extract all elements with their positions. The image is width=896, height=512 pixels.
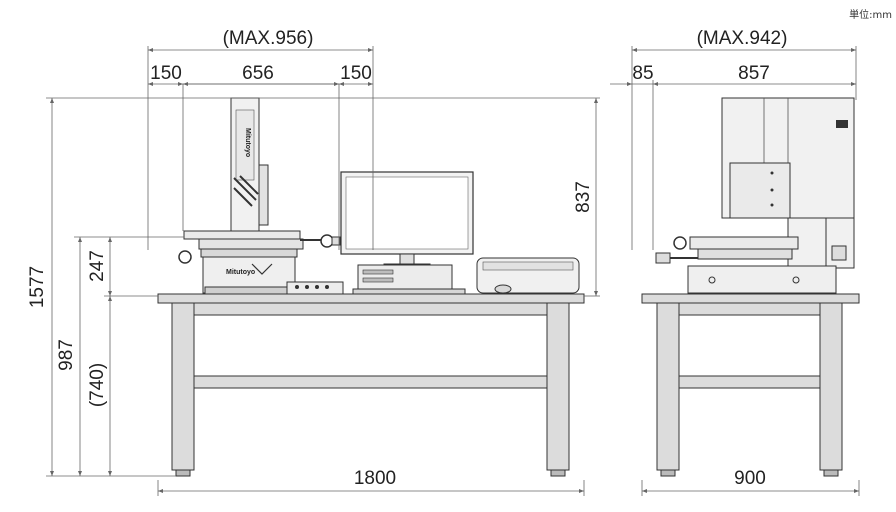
front-right-overhang-label: 150 — [340, 63, 372, 84]
base-logo: Mitutoyo — [226, 269, 255, 276]
front-total-height-label: 1577 — [27, 266, 48, 308]
side-width-dimension — [641, 480, 860, 496]
side-front-overhang-label: 85 — [632, 63, 653, 84]
front-max-width-label: (MAX.956) — [223, 28, 314, 49]
front-controller — [286, 281, 344, 295]
front-center-width-label: 656 — [242, 63, 274, 84]
front-table-top-height-label: (740) — [87, 363, 108, 407]
front-stage-height-label: 247 — [87, 250, 108, 282]
side-view: (MAX.942) 85 857 900 — [610, 28, 860, 496]
column-logo: Mitutoyo — [244, 128, 251, 157]
front-height-dimensions — [46, 97, 600, 477]
front-pc — [352, 264, 466, 295]
front-table-height-label: 987 — [56, 339, 77, 371]
front-monitor — [340, 171, 474, 269]
unit-label: 単位:mm — [849, 8, 892, 21]
front-machine-height-label: 837 — [573, 181, 594, 213]
front-width-dimension — [157, 480, 585, 496]
front-top-dimensions — [147, 46, 374, 250]
side-top-dimensions — [610, 46, 857, 250]
front-measuring-machine: Mitutoyo Mitutoyo — [178, 97, 341, 295]
side-max-depth-label: (MAX.942) — [697, 28, 788, 49]
side-table-depth-label: 900 — [734, 468, 766, 489]
front-table — [157, 293, 585, 477]
front-printer — [476, 257, 580, 294]
front-view: Mitutoyo Mitutoyo — [27, 28, 600, 496]
side-machine-depth-label: 857 — [738, 63, 770, 84]
side-measuring-machine — [655, 97, 855, 294]
side-table — [641, 293, 860, 477]
front-left-overhang-label: 150 — [150, 63, 182, 84]
front-table-width-label: 1800 — [354, 468, 396, 489]
